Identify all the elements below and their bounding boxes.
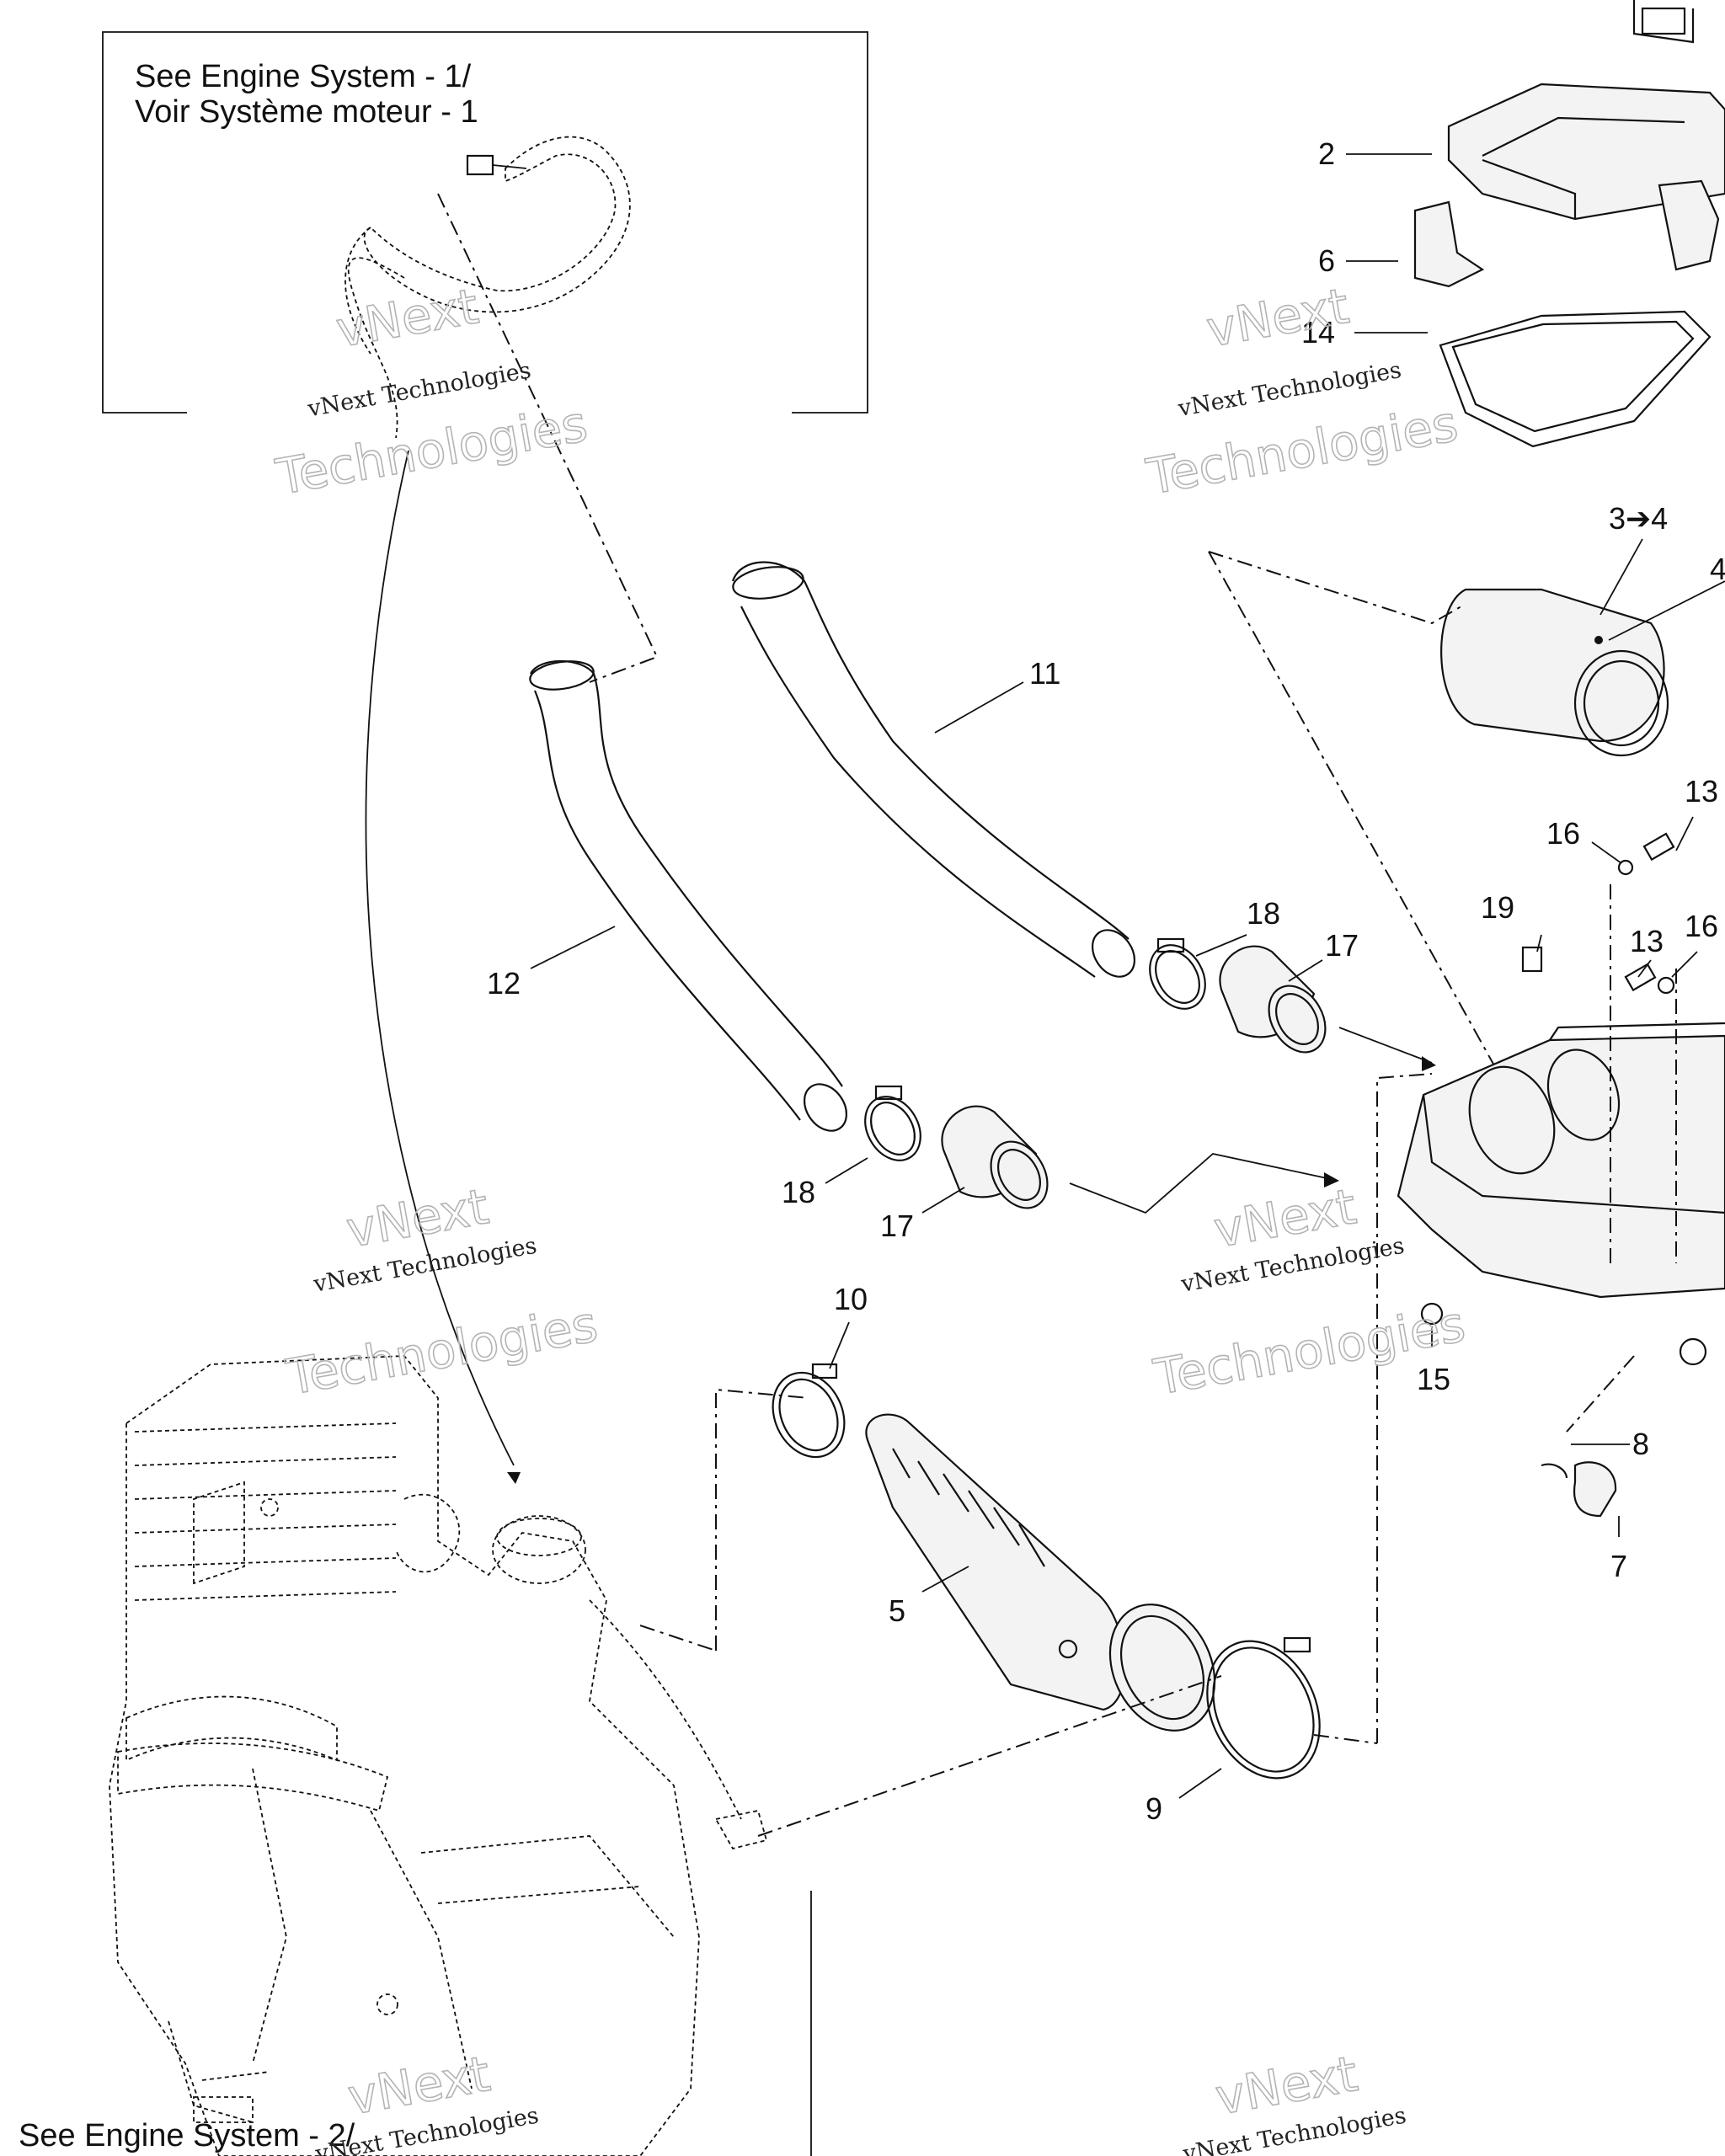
svg-text:Technologies: Technologies <box>282 1295 602 1406</box>
svg-text:vNext: vNext <box>332 277 483 358</box>
routing-line-boot-right <box>1313 1734 1378 1744</box>
label-16-upper: 16 <box>1546 816 1580 851</box>
label-18-lower: 18 <box>782 1175 815 1209</box>
watermark-top-right: vNext Technologies vNext Technologies <box>1141 276 1462 506</box>
label-6: 6 <box>1318 243 1335 278</box>
airbox-base <box>1397 946 1725 1299</box>
watermark-bottom-right: vNext vNext Technologies <box>1180 2044 1408 2156</box>
leader-lines <box>530 153 1725 1799</box>
rubber-sleeve-17-lower <box>941 1105 1049 1209</box>
hose-clamp-9 <box>1206 1636 1321 1780</box>
air-filter <box>1440 588 1669 757</box>
bottom-ref: See Engine System - 2/ <box>19 2118 355 2153</box>
arrow-head-icon <box>1324 1172 1339 1187</box>
label-13-lower: 13 <box>1630 924 1664 958</box>
fastener-icon <box>1679 1337 1707 1366</box>
intake-tube-upper <box>731 561 1136 978</box>
airbox-cover <box>1447 0 1725 221</box>
label-11: 11 <box>1029 656 1060 691</box>
hose-clamp-18-lower <box>864 1085 921 1161</box>
label-2: 2 <box>1318 136 1335 171</box>
label-4: 4 <box>1710 552 1725 586</box>
label-7: 7 <box>1610 1549 1627 1583</box>
label-16-lower: 16 <box>1685 909 1718 943</box>
part-labels: 2 6 14 3➔4 4 11 12 13 16 19 13 16 18 17 … <box>487 136 1725 1826</box>
hose-clamp-10 <box>772 1363 846 1459</box>
routing-line-to-engine <box>365 450 515 1466</box>
bolt-13-upper <box>1617 832 1675 876</box>
arrow-head-icon <box>1422 1056 1436 1071</box>
engine-assembly <box>109 1355 768 2156</box>
bolt-13-lower <box>1624 963 1675 995</box>
routing-line-boot-engine <box>639 1625 717 1652</box>
nut-15 <box>1420 1302 1444 1326</box>
label-15: 15 <box>1417 1362 1450 1396</box>
routing-line-drain <box>1566 1355 1635 1433</box>
drain-cap-7 <box>1541 1461 1617 1518</box>
label-18-upper: 18 <box>1247 896 1280 931</box>
arrow-head-icon <box>507 1472 521 1484</box>
hose-clamp-icon <box>466 154 527 176</box>
intake-boot <box>865 1413 1216 1732</box>
label-5: 5 <box>889 1593 905 1628</box>
breather-hose-top <box>363 136 631 313</box>
airbox-latch-right <box>1658 179 1720 271</box>
hose-clamp-18-upper <box>1149 937 1206 1010</box>
rubber-sleeve-17-upper <box>1219 945 1327 1054</box>
watermark-mid-left: vNext Technologies vNext Technologies <box>281 1177 602 1406</box>
label-17-lower: 17 <box>880 1209 914 1243</box>
top-ref-line2: Voir Système moteur - 1 <box>135 94 478 130</box>
label-12: 12 <box>487 966 521 1001</box>
watermark-bottom-left: vNext vNext Technologies <box>312 2044 541 2156</box>
airbox-latch-left <box>1413 200 1485 288</box>
label-19: 19 <box>1481 890 1514 925</box>
routing-line-engine-airbox <box>757 1675 1222 1837</box>
top-ref-line1: See Engine System - 1/ <box>135 59 472 94</box>
routing-line-boot <box>715 1388 809 1651</box>
engine-system-1-reference-box: See Engine System - 1/ Voir Système mote… <box>102 31 868 439</box>
label-8: 8 <box>1632 1427 1649 1461</box>
intake-tube-lower <box>529 659 848 1132</box>
routing-line-breather <box>437 193 659 683</box>
routing-line-filter <box>1208 551 1462 625</box>
label-13-upper: 13 <box>1685 774 1718 808</box>
label-17-upper: 17 <box>1325 928 1359 963</box>
airbox-seal <box>1439 310 1712 448</box>
flow-arrow-upper <box>1338 1027 1433 1064</box>
watermark-top-left: vNext Technologies vNext Technologies <box>271 277 592 507</box>
flow-arrow-lower <box>1069 1153 1332 1214</box>
label-9: 9 <box>1146 1791 1162 1826</box>
label-14: 14 <box>1301 315 1335 350</box>
routing-line-airbox <box>1376 1073 1433 1743</box>
routing-line-filter-down <box>1208 551 1525 1121</box>
label-10: 10 <box>834 1282 868 1316</box>
label-3-4: 3➔4 <box>1609 501 1668 536</box>
